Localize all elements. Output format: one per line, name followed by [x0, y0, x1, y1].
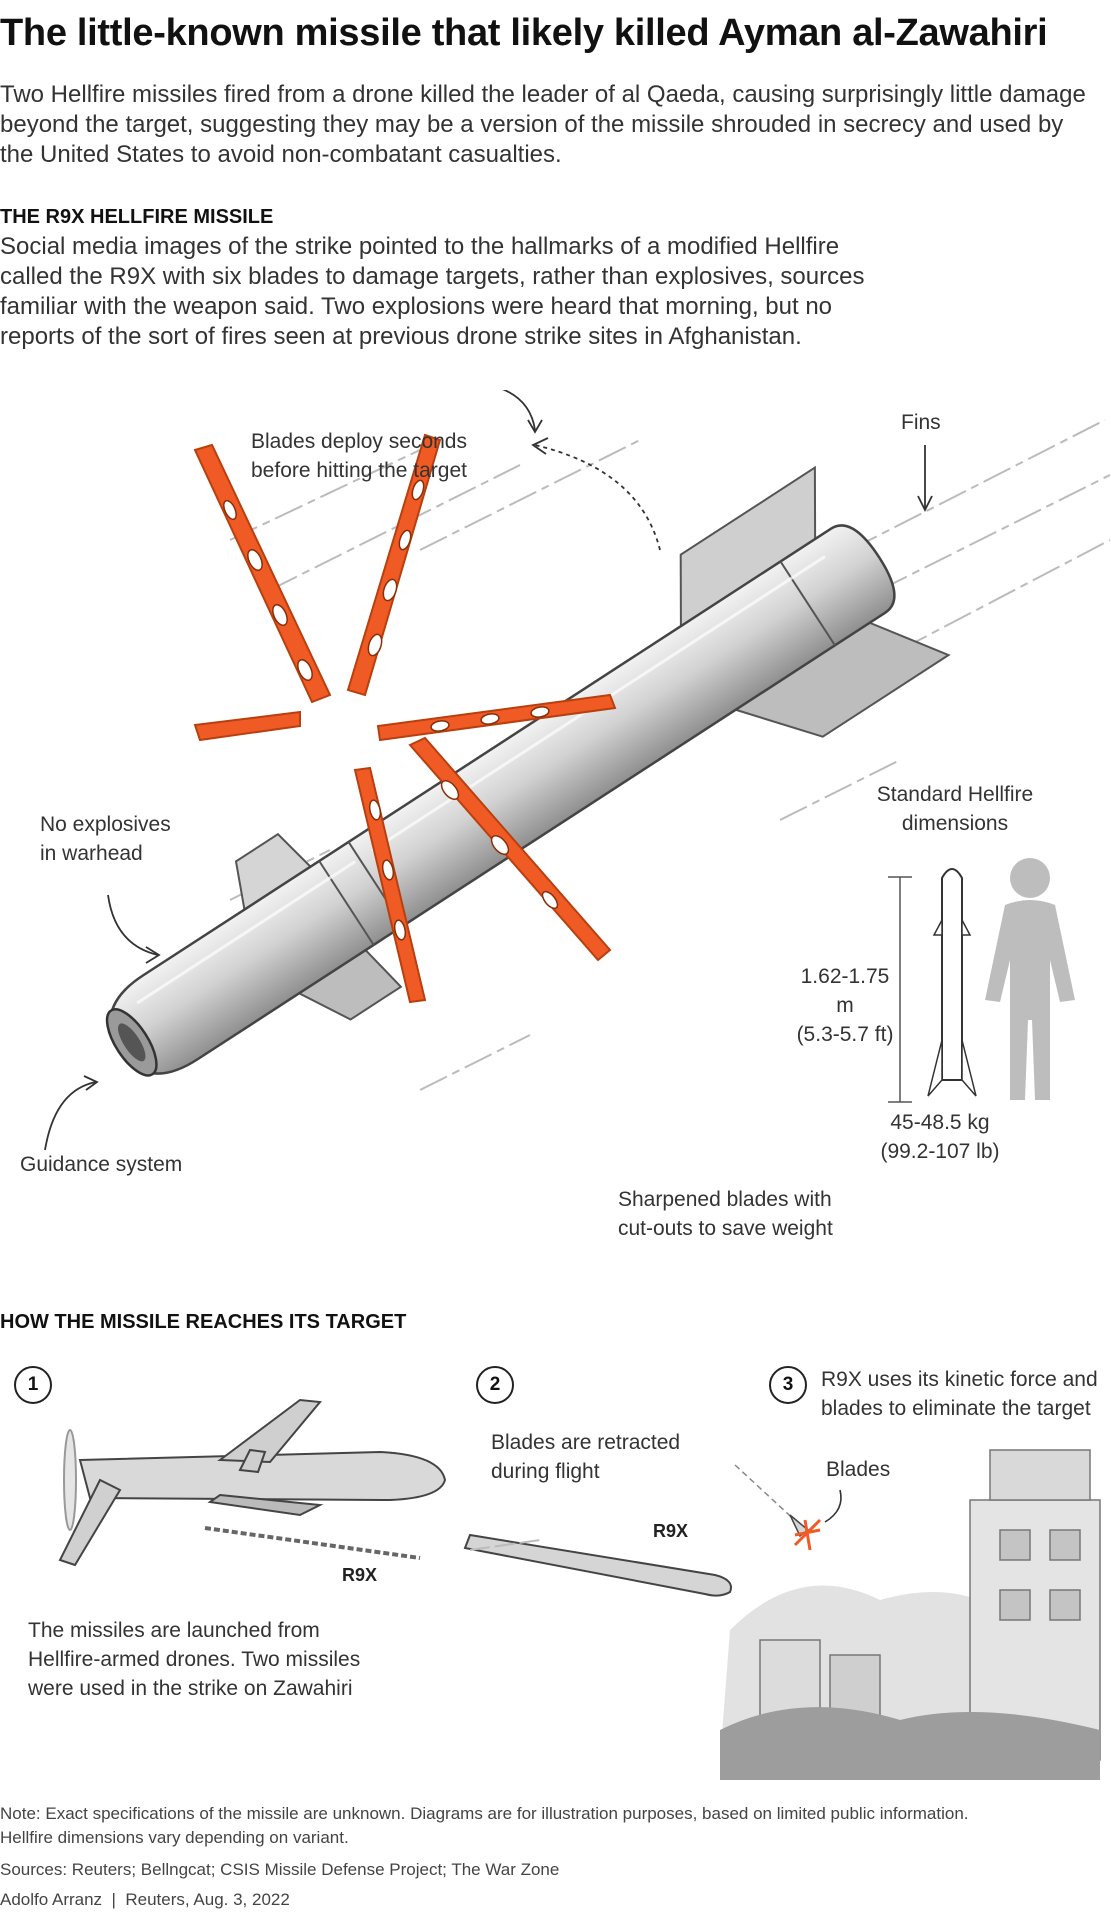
label-no-explosives: No explosives in warhead: [40, 813, 171, 865]
step-3-text: R9X uses its kinetic force and blades to…: [821, 1368, 1098, 1420]
tag-blades-step3: Blades: [826, 1458, 891, 1481]
r9x-strike-illustration: [734, 1464, 842, 1551]
footer-sources: Sources: Reuters; Bellngcat; CSIS Missil…: [0, 1860, 560, 1879]
blade-4: [408, 736, 612, 962]
missile-illustration: [44, 390, 1111, 1151]
step-2-text: Blades are retracted during flight: [491, 1431, 681, 1483]
arrow-no-explosives: [107, 894, 159, 956]
footer-credit: Adolfo Arranz | Reuters, Aug. 3, 2022: [0, 1890, 290, 1909]
label-sharpened-blades: Sharpened blades with cut-outs to save w…: [618, 1188, 833, 1240]
intro-paragraph: Two Hellfire missiles fired from a drone…: [0, 81, 1086, 168]
steps-illustration: [58, 1398, 1101, 1780]
city-illustration: [720, 1449, 1101, 1780]
arrow-guidance: [44, 1081, 97, 1151]
blade-5: [353, 766, 427, 1004]
human-silhouette: [985, 858, 1075, 1100]
annotation-arrows: [44, 390, 933, 1151]
tag-r9x-step1: R9X: [342, 1565, 378, 1585]
page-title: The little-known missile that likely kil…: [0, 12, 1048, 54]
step-1-text: The missiles are launched from Hellfire-…: [28, 1619, 361, 1700]
missile-body: [105, 465, 951, 1077]
step-1-number: 1: [14, 1366, 52, 1404]
label-blades-deploy: Blades deploy seconds before hitting the…: [251, 430, 467, 482]
footer-note: Note: Exact specifications of the missil…: [0, 1804, 969, 1847]
blade-cutouts: [223, 479, 559, 941]
blade-6: [193, 710, 301, 742]
step-3-number: 3: [769, 1366, 807, 1404]
section-heading-target: HOW THE MISSILE REACHES ITS TARGET: [0, 1311, 407, 1333]
drone-illustration: [58, 1398, 447, 1567]
label-dimension-length: 1.62-1.75 m (5.3-5.7 ft): [796, 965, 894, 1046]
label-dimension-weight: 45-48.5 kg (99.2-107 lb): [880, 1111, 1000, 1163]
arrow-blades-deploy: [502, 390, 536, 431]
mini-missile: [941, 868, 963, 1081]
step-2-number: 2: [476, 1366, 514, 1404]
dimension-figure: [888, 858, 1075, 1103]
label-fins: Fins: [901, 411, 941, 434]
label-guidance-system: Guidance system: [20, 1153, 183, 1176]
r9x-flight-illustration: [463, 1533, 732, 1597]
section-heading-r9x: THE R9X HELLFIRE MISSILE: [0, 206, 274, 228]
label-dimensions-title: Standard Hellfire dimensions: [876, 783, 1034, 835]
tag-r9x-step2: R9X: [653, 1521, 689, 1541]
section-body-r9x: Social media images of the strike pointe…: [0, 233, 865, 350]
